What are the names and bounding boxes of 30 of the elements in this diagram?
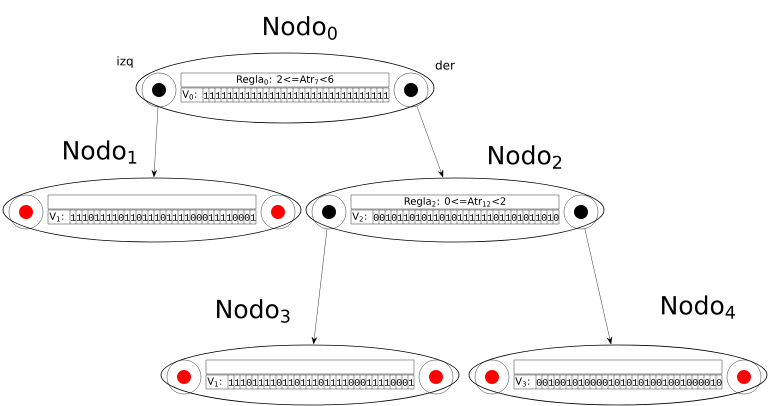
record-table: Regla$_{2}$: 0<=Atr$_{12}$<2 V$_{2}$: 0010110101101011111101101011010 [350, 194, 560, 224]
pointer-circle [564, 194, 598, 230]
pointer-circle [260, 194, 296, 230]
node-title: Nodo$_{1}$ [64, 140, 136, 164]
pointer-circle [166, 360, 202, 394]
arrow [584, 228, 612, 344]
record-table: V$_{1}$: 1110111101101110111100011110001 [206, 360, 414, 390]
node-label: 1111111111111111111111111111111 [204, 92, 389, 99]
node-title: Nodo$_{2}$ [489, 145, 562, 169]
node-title: Nodo$_{3}$ [217, 299, 290, 323]
node-label: Regla$_{2}$: 0<=Atr$_{12}$<2 [404, 197, 506, 207]
pointer-circle [474, 360, 510, 394]
record-table: V$_{3}$: 0010010100001010101001001000010 [514, 360, 722, 390]
pointer-circle [726, 360, 762, 394]
node-title: Nodo$_{4}$ [662, 295, 735, 319]
arrow [152, 106, 158, 178]
node-label: V$_{0}$: [182, 90, 196, 100]
pointer-label: der [436, 60, 455, 70]
record-table: Regla$_{0}$: 2<=Atr$_{7}$<6 V$_{0}$: 1111111111111111111111111111111 [180, 72, 390, 102]
pointer-circle [418, 360, 454, 394]
node-label: Regla$_{0}$: 2<=Atr$_{7}$<6 [237, 75, 334, 85]
arrow [416, 106, 444, 178]
node-title: Nodo$_{0}$ [264, 16, 337, 40]
arrow [312, 228, 328, 344]
pointer-circle [312, 194, 346, 230]
pointer-label: izq [118, 56, 133, 68]
pointer-circle [8, 194, 44, 230]
node-label: 0010110101101011111101101011010 [374, 214, 559, 221]
record-table: V$_{1}$: 1110111101101110111100011110001 [48, 194, 256, 224]
node-label: V$_{2}$: [352, 212, 366, 222]
